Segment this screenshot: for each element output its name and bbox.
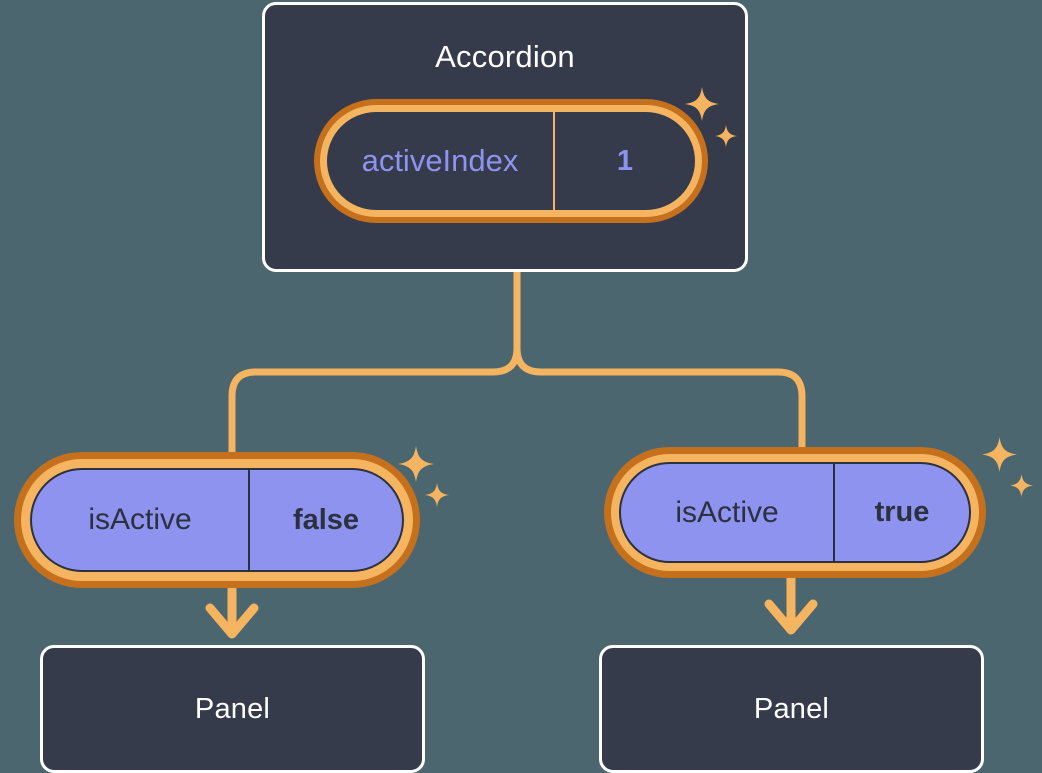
state-key-active-index: activeIndex xyxy=(327,112,555,210)
accordion-card[interactable]: Accordion activeIndex 1 xyxy=(262,2,748,272)
sparkle-icon-small-right xyxy=(1010,474,1033,497)
sparkle-icon-small-accordion xyxy=(715,125,737,147)
panel-card-right[interactable]: Panel xyxy=(599,645,984,773)
sparkle-icon-large-right xyxy=(982,437,1017,472)
state-pill-active-index[interactable]: activeIndex 1 xyxy=(314,99,708,223)
state-value-is-active-left: false xyxy=(292,503,360,536)
state-key-is-active-left: isActive xyxy=(32,470,250,570)
connector-branch-left xyxy=(228,344,521,472)
sparkle-icon-small-left xyxy=(425,483,449,507)
state-pill-is-active-right[interactable]: isActive true xyxy=(604,447,986,578)
panel-title-right: Panel xyxy=(753,692,830,725)
state-key-is-active-right: isActive xyxy=(621,464,835,561)
accordion-title: Accordion xyxy=(435,39,575,74)
pill-body: activeIndex 1 xyxy=(327,112,695,210)
state-value-is-active-right: true xyxy=(874,496,930,528)
arrow-down-icon-right xyxy=(764,572,818,635)
panel-card-left[interactable]: Panel xyxy=(40,645,425,773)
pill-body: isActive false xyxy=(30,468,404,572)
panel-title-left: Panel xyxy=(194,692,271,725)
state-pill-is-active-left[interactable]: isActive false xyxy=(14,452,420,588)
sparkle-icon-large-accordion xyxy=(685,87,719,121)
pill-body: isActive true xyxy=(619,462,971,563)
state-value-active-index: 1 xyxy=(616,144,634,177)
